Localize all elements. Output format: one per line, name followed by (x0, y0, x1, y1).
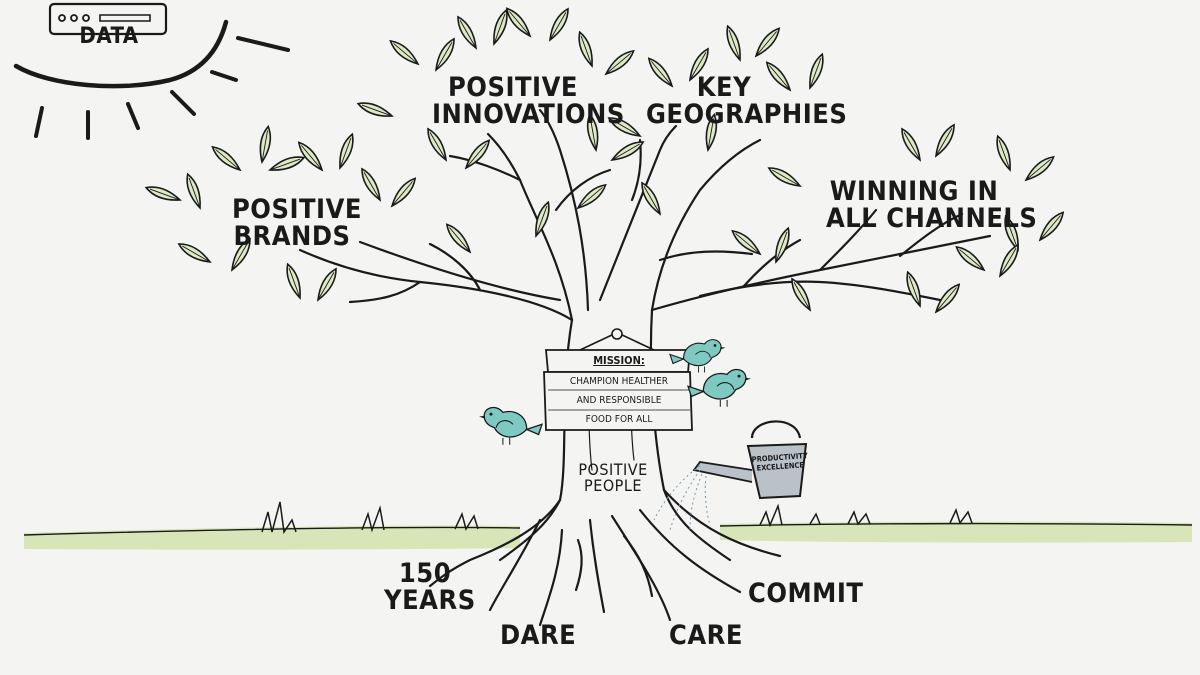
mission-sign (543, 328, 693, 431)
root-150-years-line-1: 150 (398, 558, 452, 589)
branch-winning-line-1: WINNING IN (829, 176, 999, 207)
sun (13, 19, 290, 140)
branch-positive-brands-line-2: BRANDS (233, 221, 351, 252)
branch-key-geographies-line-2: GEOGRAPHIES (646, 99, 848, 130)
trunk-label-line-1: POSITIVE (578, 460, 648, 479)
branch-positive-innovations-line-2: INNOVATIONS (432, 99, 625, 130)
branch-key-geographies: KEY GEOGRAPHIES (646, 72, 848, 130)
branch-positive-innovations: POSITIVE INNOVATIONS (432, 72, 625, 130)
root-150-years: 150 YEARS (384, 558, 476, 616)
mission-title: MISSION: (593, 354, 645, 367)
root-dare: DARE (500, 620, 577, 651)
mission-line-3: FOOD FOR ALL (585, 414, 653, 425)
tree-branches (298, 108, 992, 322)
mission-line-1: CHAMPION HEALTHER (569, 376, 669, 387)
bird-3-icon (478, 406, 543, 446)
branch-positive-brands-line-1: POSITIVE (232, 194, 362, 225)
mission-line-2: AND RESPONSIBLE (576, 395, 662, 406)
root-commit: COMMIT (748, 578, 864, 609)
tree-leaves (143, 4, 1068, 316)
branch-winning-in-all-channels: WINNING IN ALL CHANNELS (826, 176, 1038, 234)
bird-2-icon (687, 368, 752, 408)
branch-winning-line-2: ALL CHANNELS (826, 203, 1038, 234)
root-care: CARE (669, 620, 743, 651)
root-150-years-line-2: YEARS (384, 585, 476, 616)
trunk-positive-people: POSITIVE PEOPLE (568, 462, 658, 494)
branch-positive-innovations-line-1: POSITIVE (448, 72, 578, 103)
watering-can-icon (653, 420, 808, 531)
ground (23, 501, 1193, 550)
branch-key-geographies-line-1: KEY (696, 72, 752, 103)
data-label: DATA (79, 24, 139, 49)
data-device-icon (48, 2, 168, 36)
branch-positive-brands: POSITIVE BRANDS (232, 194, 362, 252)
trunk-label-line-2: PEOPLE (584, 476, 642, 495)
